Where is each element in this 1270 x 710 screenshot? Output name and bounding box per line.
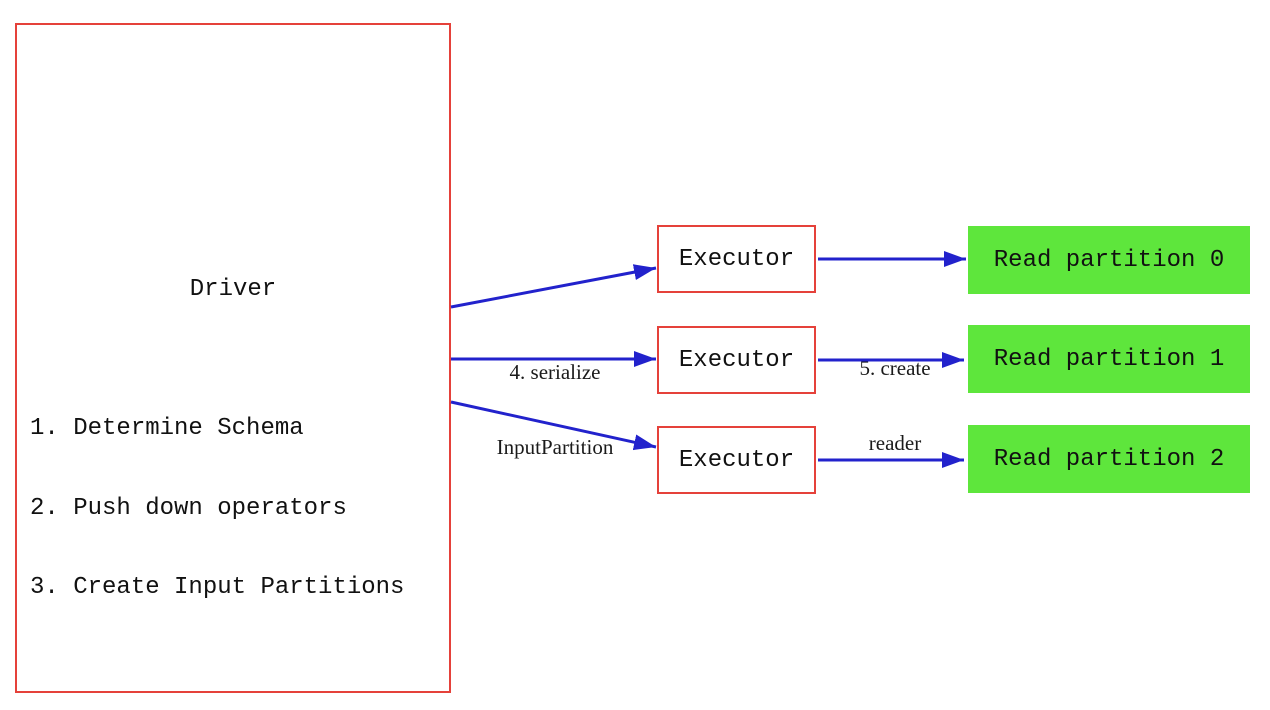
driver-step-2: 2. Push down operators [30,494,347,522]
partition-label-0: Read partition 0 [993,246,1225,274]
annotation-serialize-inputpartition: 4. serialize InputPartition [455,310,655,510]
executor-label-0: Executor [678,245,795,273]
annotation-serialize-line1: 4. serialize [509,360,601,384]
driver-step-3: 3. Create Input Partitions [30,574,405,601]
driver-title: Driver [189,276,277,303]
annotation-reader-line2: reader [868,431,922,455]
executor-box-0: Executor [657,225,816,293]
executor-label-2: Executor [678,446,795,474]
partition-label-2: Read partition 2 [993,445,1225,473]
arrow-driver-to-executor-0 [450,264,657,309]
partition-box-1: Read partition 1 [968,325,1250,393]
executor-box-1: Executor [657,326,816,394]
partition-box-0: Read partition 0 [968,226,1250,294]
driver-steps: 1. Determine Schema 2. Push down operato… [30,363,404,655]
annotation-create-reader: 5. create reader [820,306,970,506]
executor-box-2: Executor [657,426,816,494]
executor-label-1: Executor [678,346,795,374]
driver-box [15,23,451,693]
annotation-reader-line1: 5. create [859,356,931,380]
partition-box-2: Read partition 2 [968,425,1250,493]
driver-step-1: 1. Determine Schema [30,415,304,442]
annotation-serialize-line2: InputPartition [496,435,614,459]
partition-label-1: Read partition 1 [993,345,1225,373]
